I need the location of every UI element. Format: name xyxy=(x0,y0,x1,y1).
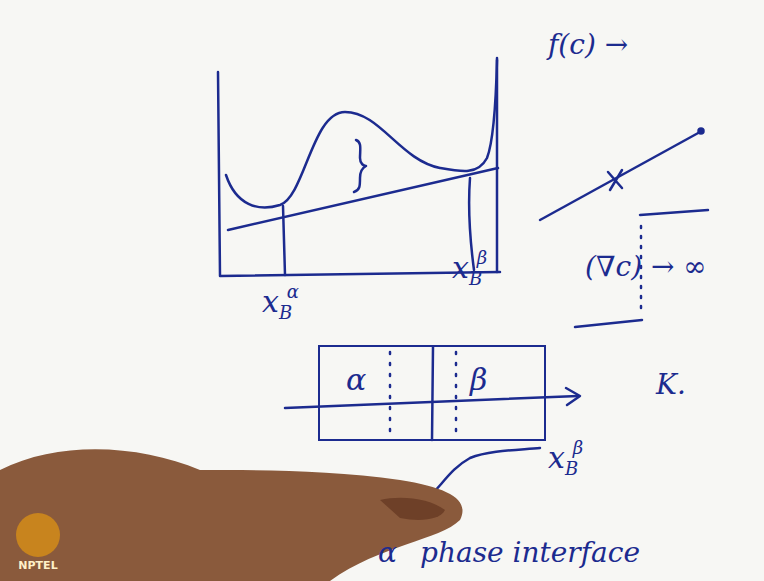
linear-profile xyxy=(540,132,700,220)
handwritten-note: f(c) → xyxy=(548,30,628,61)
axis-arrow xyxy=(285,396,578,408)
composition-label: xBα xyxy=(262,282,299,322)
free-energy-curve xyxy=(226,60,497,207)
arrow-head xyxy=(566,388,580,405)
dotted-boundary xyxy=(455,352,458,432)
step-bottom xyxy=(575,320,642,327)
composition-label: xBβ xyxy=(452,248,487,288)
drop-line xyxy=(469,178,474,270)
phase-label: β xyxy=(470,365,487,395)
common-tangent xyxy=(228,168,498,230)
logo-disc xyxy=(16,513,60,557)
handwritten-note: α xyxy=(378,538,397,569)
phase-box: αβ xyxy=(318,345,546,441)
plot-axes xyxy=(218,72,500,276)
lecturer-hand xyxy=(0,449,463,581)
cross-mark xyxy=(608,170,622,190)
drop-line xyxy=(283,206,285,275)
interface-line xyxy=(432,347,433,440)
handwritten-note: (∇c) → ∞ xyxy=(585,252,707,283)
gap-bracket xyxy=(354,140,366,192)
step-top xyxy=(640,210,708,215)
handwritten-note: K. xyxy=(656,370,686,401)
phase-label: α xyxy=(346,365,366,395)
pen xyxy=(380,498,445,520)
composition-label: xBβ xyxy=(548,438,583,478)
end-dot xyxy=(699,129,704,134)
dotted-boundary xyxy=(389,352,392,432)
handwritten-note: phase interface xyxy=(420,538,640,569)
watermark: NPTEL xyxy=(18,560,57,572)
